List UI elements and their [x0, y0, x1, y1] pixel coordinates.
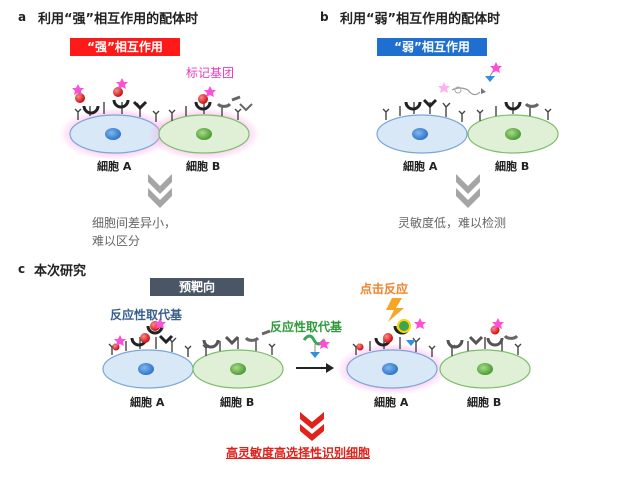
panel-a-cell-b — [148, 108, 260, 160]
panel-b-cell-a — [376, 114, 468, 154]
reactive-group-label-mid: 反应性取代基 — [270, 320, 343, 334]
panel-c-cell-a-left — [102, 349, 194, 389]
panel-c-cell-a-right — [336, 343, 448, 395]
panel-b-ligands — [404, 69, 540, 111]
black-right-arrow — [296, 363, 334, 373]
panel-b-letter: b — [320, 10, 329, 24]
panel-c-star-icons — [114, 318, 504, 346]
panel-b-cell-b — [467, 114, 559, 154]
panel-c-ligands-left — [112, 321, 271, 351]
panel-b-cell-a-label: 細胞 A — [403, 160, 438, 173]
tag-group-label: 标记基团 — [186, 66, 235, 80]
panel-c-ligands-right — [356, 319, 519, 351]
panel-b-title: 利用“弱”相互作用的配体时 — [340, 12, 501, 27]
panel-a-banner: “强”相互作用 — [70, 38, 180, 56]
panel-c-cell-b-right-label: 細胞 B — [467, 396, 502, 409]
panel-c-cell-b-left — [192, 349, 284, 389]
panel-a-result: 细胞间差异小， 难以区分 — [92, 216, 177, 248]
red-chevron-arrow — [300, 412, 324, 441]
panel-c-letter: c — [18, 262, 26, 276]
panel-c-banner: 预靶向 — [150, 278, 244, 296]
reagent-icon — [302, 334, 330, 358]
panel-b-star-icons — [438, 62, 502, 93]
panel-c-cell-b-left-label: 細胞 B — [220, 396, 255, 409]
panel-b-cell-b-label: 細胞 B — [495, 160, 530, 173]
panel-c-cell-a-left-label: 細胞 A — [130, 396, 165, 409]
panel-a-bound-ligands — [75, 87, 253, 115]
conclusion-text: 高灵敏度高选择性识别细胞 — [226, 446, 371, 460]
panel-a-cell-b-label: 細胞 B — [186, 160, 221, 173]
star-tag-icon — [72, 78, 216, 97]
gray-chevron-arrow-b — [456, 174, 480, 208]
panel-a-title: 利用“强”相互作用的配体时 — [38, 12, 199, 27]
panel-c-receptors-left — [108, 337, 276, 357]
lightning-icon — [386, 298, 404, 322]
panel-c-title: 本次研究 — [34, 264, 87, 279]
gray-chevron-arrow-a — [148, 174, 172, 208]
reactive-group-label-left: 反应性取代基 — [110, 308, 183, 322]
panel-a-cell-a-label: 細胞 A — [97, 160, 132, 173]
panel-c-cell-a-right-label: 細胞 A — [374, 396, 409, 409]
panel-b-result: 灵敏度低，难以检测 — [398, 216, 507, 230]
panel-a-cell-a — [59, 108, 171, 160]
panel-a-letter: a — [18, 10, 27, 24]
panel-b-banner: “弱”相互作用 — [377, 38, 487, 56]
panel-c-cell-b-right — [439, 349, 531, 389]
click-reaction-label: 点击反应 — [360, 282, 409, 296]
